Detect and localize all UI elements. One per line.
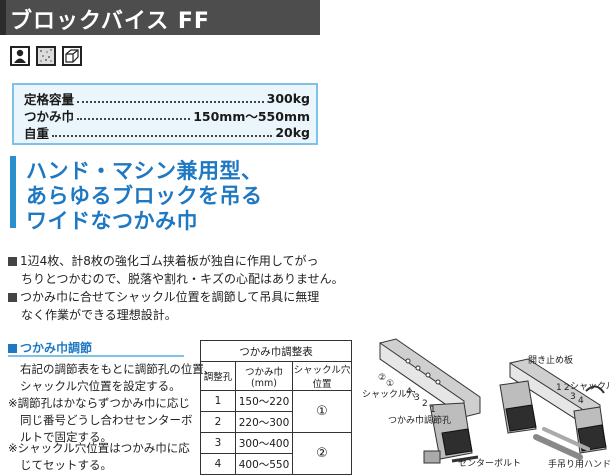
headline-accent-bar <box>10 156 16 228</box>
spec-leader <box>77 110 191 120</box>
label-circle-2: ② <box>378 373 387 383</box>
block-vise-drawing <box>379 338 607 464</box>
note-line: 同じ番号どうし合わせセンターボ <box>20 413 193 427</box>
table-cell-shackle: ② <box>292 432 352 475</box>
table-caption: つかみ巾調整表 <box>200 340 352 362</box>
table-cell-shackle: ① <box>292 390 352 433</box>
label-hole-4: 4 <box>406 387 412 397</box>
spec-box: 定格容量 300kg つかみ巾 150mm〜550mm 自重 20kg <box>12 83 318 145</box>
table-row: 1 150〜220 ① <box>200 390 352 433</box>
spec-value: 20kg <box>275 124 310 140</box>
table-row: 2 220〜300 <box>200 411 352 433</box>
label-right-3: 3 <box>570 392 576 402</box>
section-intro: 右記の調節表をもとに調節孔の位置、 シャックル穴位置を設定する。 <box>20 361 215 395</box>
section-square-icon <box>8 344 17 353</box>
table-cell-hole: 1 <box>200 390 236 412</box>
table-cell-range: 150〜220 <box>235 390 293 412</box>
headline-line-1: ハンド・マシン兼用型、 <box>26 159 263 183</box>
label-opening-plate: 開き止め板 <box>528 356 574 366</box>
spec-value: 150mm〜550mm <box>193 108 310 124</box>
section-intro-line: 右記の調節表をもとに調節孔の位置、 <box>20 362 216 376</box>
person-icon <box>10 46 30 66</box>
spec-label: つかみ巾 <box>24 108 75 124</box>
spec-label: 自重 <box>24 125 50 141</box>
headline-line-3: ワイドなつかみ巾 <box>26 209 198 233</box>
table-header: 調整孔 <box>200 361 236 391</box>
table-cell-range: 220〜300 <box>235 411 293 433</box>
label-hole-2: 2 <box>422 399 428 409</box>
spec-row-weight: 自重 20kg <box>24 123 310 141</box>
spec-leader <box>77 93 264 103</box>
label-handle: 手吊り用ハンドル <box>548 460 610 470</box>
label-right-4: 4 <box>578 396 584 406</box>
label-center-bolt: センターボルト <box>458 459 522 469</box>
label-right-2: 2 <box>564 383 570 393</box>
label-shackle-hole: シャックル穴 <box>362 390 416 400</box>
spec-row-capacity: 定格容量 300kg <box>24 89 310 107</box>
note-line: ※調節孔はかならずつかみ巾に応じ <box>8 396 190 410</box>
spec-row-grip-width: つかみ巾 150mm〜550mm <box>24 106 310 124</box>
table-cell-hole: 3 <box>200 432 236 454</box>
label-hole-3: 3 <box>414 393 420 403</box>
bullet-text: ちりとつかむので、脱落や割れ・キズの心配はありません。 <box>21 272 344 286</box>
section-underline <box>8 355 184 357</box>
grip-width-table: つかみ巾調整表 調整孔 つかみ巾(mm) シャックル穴位置 1 150〜220 … <box>200 340 352 475</box>
section-intro-line: シャックル穴位置を設定する。 <box>20 379 181 393</box>
block-vise-diagram: ② ① シャックル穴 4 3 2 1 つかみ巾調節孔 センターボルト 開き止め板… <box>360 333 610 472</box>
bullet-1: 1辺4枚、計8枚の強化ゴム挟着板が独自に作用してがっ ちりとつかむので、脱落や割… <box>8 252 344 288</box>
section-title-text: つかみ巾調節 <box>20 341 93 355</box>
bullet-square-icon <box>8 257 17 266</box>
title-bar: ブロックバイス FF <box>0 0 320 35</box>
note-line: ルトで固定する。 <box>20 430 112 444</box>
table-row: 3 300〜400 ② <box>200 432 352 475</box>
table-cell-hole: 4 <box>200 453 236 475</box>
cube-icon <box>62 46 82 66</box>
title-bar-accent <box>0 0 6 35</box>
label-shackle: シャックル <box>570 382 610 392</box>
spec-leader <box>52 127 273 137</box>
label-right-1: 1 <box>556 383 562 393</box>
table-cell-range: 300〜400 <box>235 432 293 454</box>
table-header: シャックル穴位置 <box>292 361 352 391</box>
bullet-2: つかみ巾に合せてシャックル位置を調節して吊具に無理 なく作業ができる理想設計。 <box>8 288 319 324</box>
concrete-block-icon <box>36 46 56 66</box>
bullet-square-icon <box>8 293 17 302</box>
table-row: 4 400〜550 <box>200 453 352 475</box>
table-header: つかみ巾(mm) <box>235 361 293 391</box>
label-circle-1: ① <box>386 379 395 389</box>
note-1: ※調節孔はかならずつかみ巾に応じ 同じ番号どうし合わせセンターボ ルトで固定する… <box>8 395 193 446</box>
spec-label: 定格容量 <box>24 91 75 107</box>
headline-line-2: あらゆるブロックを吊る <box>26 184 263 208</box>
bullet-text: なく作業ができる理想設計。 <box>21 308 177 322</box>
note-line: じてセットする。 <box>20 458 112 472</box>
page-title: ブロックバイス FF <box>10 9 210 34</box>
note-2: ※シャックル穴位置はつかみ巾に応 じてセットする。 <box>8 440 190 474</box>
label-hole-1: 1 <box>430 405 436 415</box>
bullet-text: 1辺4枚、計8枚の強化ゴム挟着板が独自に作用してがっ <box>20 254 319 268</box>
spec-value: 300kg <box>266 90 310 106</box>
label-adjust-hole: つかみ巾調節孔 <box>388 416 452 426</box>
table-cell-hole: 2 <box>200 411 236 433</box>
note-line: ※シャックル穴位置はつかみ巾に応 <box>8 441 190 455</box>
section-title: つかみ巾調節 <box>8 339 92 356</box>
bullet-text: つかみ巾に合せてシャックル位置を調節して吊具に無理 <box>20 290 320 304</box>
table-cell-range: 400〜550 <box>235 453 293 475</box>
